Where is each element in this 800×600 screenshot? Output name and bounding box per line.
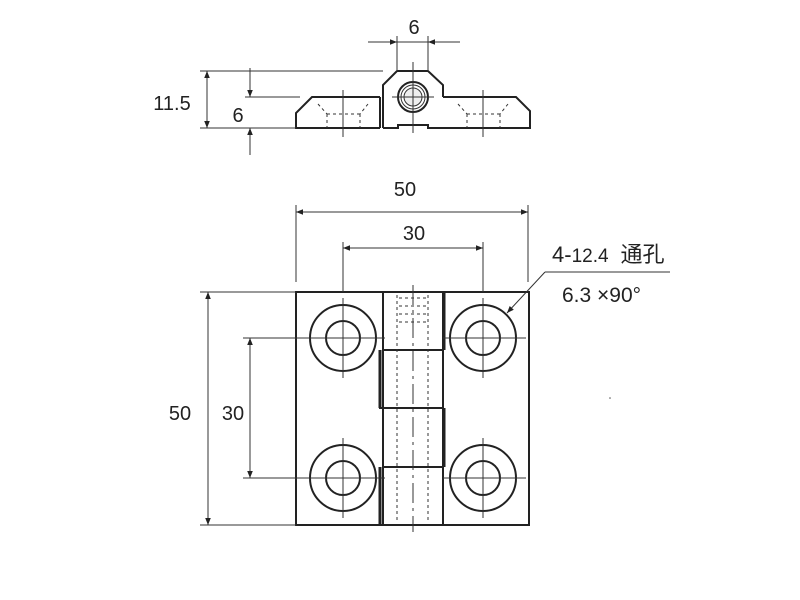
front-view: 50 30 50 30 [169,179,530,532]
hole [300,438,385,518]
right-plate-profile [443,96,531,129]
dim-overall-height: 50 [169,403,191,425]
top-view: 6 11.5 6 [153,17,531,155]
left-plate-profile [295,96,380,129]
dim-hole-spacing-x: 30 [403,223,425,245]
dim-hole-spacing-y: 30 [222,403,244,425]
dim-overall-width: 50 [394,179,416,201]
dim-knuckle-width: 6 [408,17,419,39]
hole [300,298,385,378]
knuckle-segments [379,292,444,525]
callout-line-2: 6.3 ×90° [562,284,641,307]
dim-total-height: 11.5 [153,93,190,115]
dim-plate-thickness: 6 [232,105,243,127]
hole [443,298,526,378]
hole [443,438,526,518]
holes [300,298,526,518]
